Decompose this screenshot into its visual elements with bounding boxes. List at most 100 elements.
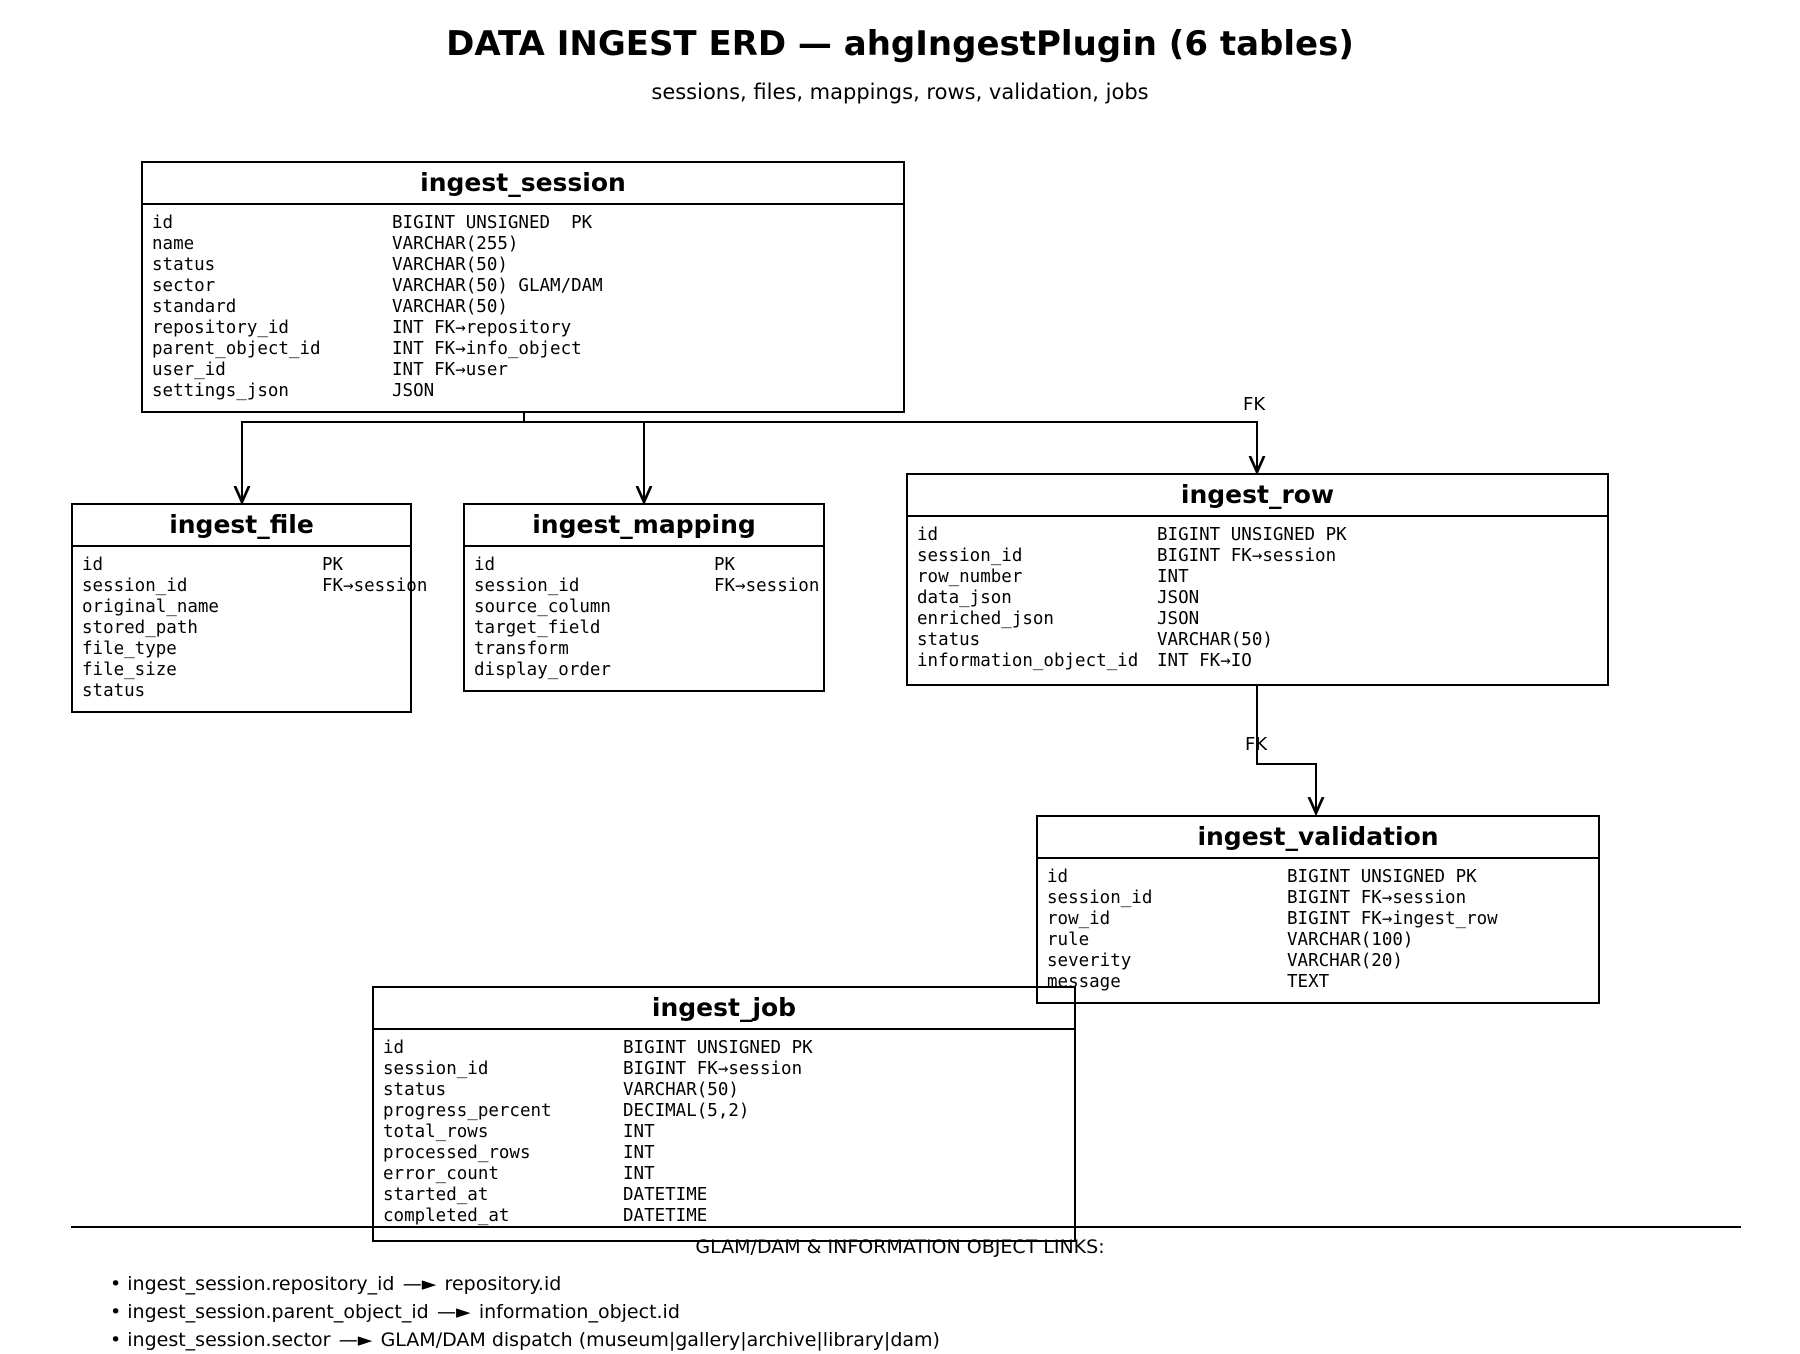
arrow-icon: —► [402,1273,437,1295]
column-name: progress_percent [383,1101,552,1121]
column-type: JSON [392,381,435,401]
column-name: data_json [917,588,1012,608]
column-row: target_field [474,618,814,639]
column-type: BIGINT FK→session [1287,888,1467,908]
column-row: settings_json JSON [152,381,894,402]
column-row: row_id BIGINT FK→ingest_row [1047,909,1589,930]
column-name: id [474,555,496,575]
column-name: rule [1047,930,1090,950]
column-name: transform [474,639,569,659]
column-row: processed_rows INT [383,1143,1065,1164]
column-type: DATETIME [623,1185,708,1205]
column-row: display_order [474,660,814,681]
legend-title: GLAM/DAM & INFORMATION OBJECT LINKS: [695,1236,1105,1258]
column-type: VARCHAR(50) [392,255,508,275]
column-name: file_type [82,639,177,659]
column-type: FK→session [322,576,428,596]
column-type: BIGINT FK→session [623,1059,803,1079]
column-type: INT [623,1122,655,1142]
column-name: completed_at [383,1206,510,1226]
column-name: enriched_json [917,609,1054,629]
diagram-title: DATA INGEST ERD — ahgIngestPlugin (6 tab… [446,24,1354,64]
column-name: parent_object_id [152,339,321,359]
column-type: INT [623,1143,655,1163]
column-name: session_id [383,1059,489,1079]
column-row: status VARCHAR(50) [383,1080,1065,1101]
column-type: FK→session [714,576,820,596]
table-title: ingest_file [73,505,410,547]
column-type: INT [623,1164,655,1184]
column-type: BIGINT FK→session [1157,546,1337,566]
legend-item: • ingest_session.repository_id —► reposi… [110,1270,940,1298]
column-type: BIGINT FK→ingest_row [1287,909,1498,929]
column-name: settings_json [152,381,289,401]
column-name: stored_path [82,618,198,638]
edge-session-mapping [523,411,644,502]
column-type: BIGINT UNSIGNED PK [1157,525,1347,545]
arrow-icon: —► [338,1329,373,1351]
edge-session-row [523,411,1257,472]
column-name: file_size [82,660,177,680]
column-name: name [152,234,195,254]
column-name: id [152,213,174,233]
column-name: id [383,1038,405,1058]
table-title: ingest_validation [1038,817,1598,859]
column-type: BIGINT UNSIGNED PK [392,213,593,233]
column-name: row_number [917,567,1023,587]
column-row: enriched_json JSON [917,609,1598,630]
column-row: transform [474,639,814,660]
column-name: row_id [1047,909,1111,929]
column-type: VARCHAR(50) [623,1080,739,1100]
column-row: name VARCHAR(255) [152,234,894,255]
column-row: stored_path [82,618,401,639]
column-type: PK [322,555,344,575]
fk-label-row: FK [1243,394,1266,415]
column-name: status [82,681,146,701]
column-name: display_order [474,660,611,680]
column-name: sector [152,276,216,296]
column-row: status VARCHAR(50) [152,255,894,276]
column-row: session_id BIGINT FK→session [917,546,1598,567]
legend-source: • ingest_session.repository_id [110,1273,395,1295]
table-title: ingest_mapping [465,505,823,547]
column-type: JSON [1157,588,1200,608]
column-name: processed_rows [383,1143,531,1163]
column-type: PK [714,555,736,575]
column-name: session_id [917,546,1023,566]
column-list: id BIGINT UNSIGNED PK session_id BIGINT FK→… [374,1030,1074,1235]
column-name: session_id [82,576,188,596]
column-row: id BIGINT UNSIGNED PK [383,1038,1065,1059]
column-name: status [152,255,216,275]
column-type: BIGINT UNSIGNED PK [623,1038,813,1058]
legend-target: GLAM/DAM dispatch (museum|gallery|archiv… [380,1329,940,1351]
column-type: JSON [1157,609,1200,629]
column-type: BIGINT UNSIGNED PK [1287,867,1477,887]
legend-source: • ingest_session.parent_object_id [110,1301,429,1323]
column-type: INT FK→IO [1157,651,1252,671]
column-name: session_id [1047,888,1153,908]
column-type: VARCHAR(255) [392,234,519,254]
column-type: VARCHAR(50) [1157,630,1273,650]
column-name: status [383,1080,447,1100]
column-type: VARCHAR(50) [392,297,508,317]
